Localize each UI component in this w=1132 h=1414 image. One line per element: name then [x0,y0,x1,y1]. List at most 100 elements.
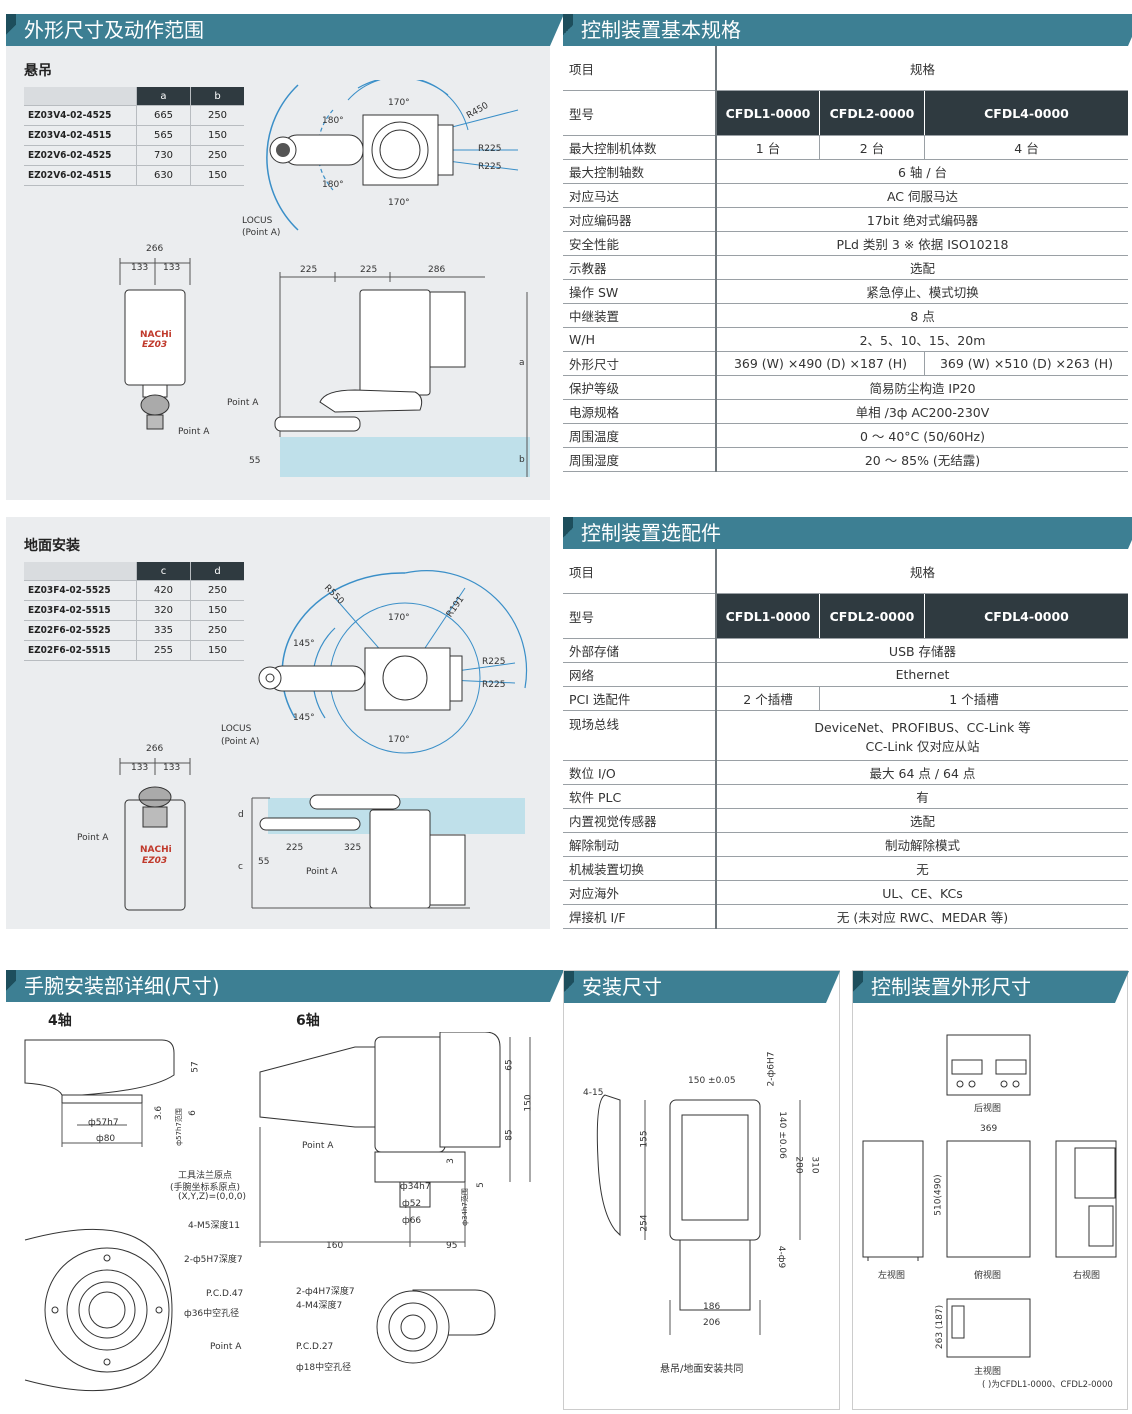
row-name: PCI 选配件 [563,686,717,711]
value-cell: 最大 64 点 / 64 点 [716,760,1128,785]
brand-logo: NACHi [140,845,172,855]
value-cell: 250 [190,620,244,641]
value-cell: 150 [190,640,244,661]
dim-65: 65 [504,1059,515,1071]
m5-label: 4-M5深度11 [188,1221,240,1231]
value-cell: 8 点 [716,303,1128,328]
r225-label: R225 [482,657,506,667]
row-name: 外部存储 [563,638,717,663]
controller-rear-view [946,1034,1031,1096]
value-cell: 1 台 [716,135,820,160]
dim-225: 225 [286,843,304,853]
value-cell: AC 伺服马达 [716,183,1128,208]
row-name: 内置视觉传感器 [563,808,717,833]
r225-label: R225 [482,680,506,690]
value-cell: 制动解除模式 [716,832,1128,857]
dim-d: d [238,810,244,820]
dim-266: 266 [146,244,164,254]
row-name: 数位 I/O [563,760,717,785]
table-row: 保护等级简易防尘构造 IP20 [563,375,1128,400]
value-cell: 250 [190,105,244,126]
spec-header-row: 项目 规格 [563,549,1128,594]
value-cell: 150 [190,125,244,146]
panel-title: 安装尺寸 [564,971,840,1003]
head-spec: 规格 [716,46,1128,91]
dim-160: 160 [326,1241,344,1251]
model-cfdl1: CFDL1-0000 [716,593,820,639]
value-cell: USB 存储器 [716,638,1128,663]
value-cell: 630 [136,165,191,186]
dim-55: 55 [258,857,270,867]
point-a-label: Point A [210,1342,242,1352]
dim-266: 266 [146,744,164,754]
table-corner [24,87,137,106]
dim-4-15: 4-15 [583,1088,604,1098]
value-cell: 2、5、10、15、20m [716,327,1128,352]
head-spec: 规格 [716,549,1128,594]
brand-logo: NACHi [140,330,172,340]
footnote: ( )为CFDL1-0000、CFDL2-0000 [982,1380,1113,1390]
point-a-label: Point A [178,427,210,437]
phi57-range-label: ф57h7范围 [174,1108,183,1146]
r225-label: R225 [478,144,502,154]
value-cell: 2 台 [819,135,925,160]
table-row: 机械装置切换无 [563,856,1128,881]
controller-right-view [1055,1140,1117,1262]
dim-55: 55 [249,456,261,466]
controller-front-view [946,1298,1031,1360]
dim-150: 150 [523,1094,534,1112]
value-cell: 335 [136,620,191,641]
dim-280: 280 [793,1156,804,1174]
controller-left-view [862,1140,924,1262]
axis4-title: 4轴 [48,1013,72,1029]
dim-133: 133 [163,263,181,273]
phi52-label: ф52 [402,1199,422,1209]
dim-133: 133 [163,763,181,773]
value-cell: 320 [136,600,191,621]
row-name: 安全性能 [563,231,717,256]
table-header-row: a b [24,87,244,106]
model-cell: EZ03V4-02-4515 [24,125,137,146]
top-view-label: 俯视图 [974,1271,1002,1281]
p4-label: 2-ф4H7深度7 [296,1287,355,1297]
dim-3-6: 3.6 [154,1105,165,1121]
row-name: 软件 PLC [563,784,717,809]
dim-150: 150 ±0.05 [688,1076,736,1086]
head-item: 项目 [563,549,717,594]
left-view-label: 左视图 [878,1271,906,1281]
panel-title: 外形尺寸及动作范围 [6,14,564,46]
dim-3: 3 [445,1158,456,1164]
point-a-paren-label: (Point A) [221,737,260,747]
hanging-front-view-drawing [115,255,195,440]
row-name: 操作 SW [563,279,717,304]
m4-label: 4-M4深度7 [296,1301,343,1311]
dim-6: 6 [187,1110,198,1116]
install-drawing [590,1070,810,1335]
hanging-top-view-drawing [238,80,538,250]
value-cell: 无 (未对应 RWC、MEDAR 等) [716,904,1128,929]
point-a-label: Point A [306,867,338,877]
dim-b: b [519,455,525,465]
front-view-label: 主视图 [974,1367,1002,1377]
phi57-label: ф57h7 [88,1118,119,1128]
dim-263: 263 (187) [935,1304,946,1350]
value-cell: 665 [136,105,191,126]
model-cell: EZ02V6-02-4525 [24,145,137,166]
value-cell: 565 [136,125,191,146]
value-cell: 150 [190,600,244,621]
row-name: 外形尺寸 [563,351,717,376]
hanging-side-view-drawing [265,262,530,477]
value-cell: UL、CE、KCs [716,880,1128,905]
dim-155: 155 [639,1130,650,1148]
row-name: 周围湿度 [563,447,717,472]
table-header-row: c d [24,562,244,581]
